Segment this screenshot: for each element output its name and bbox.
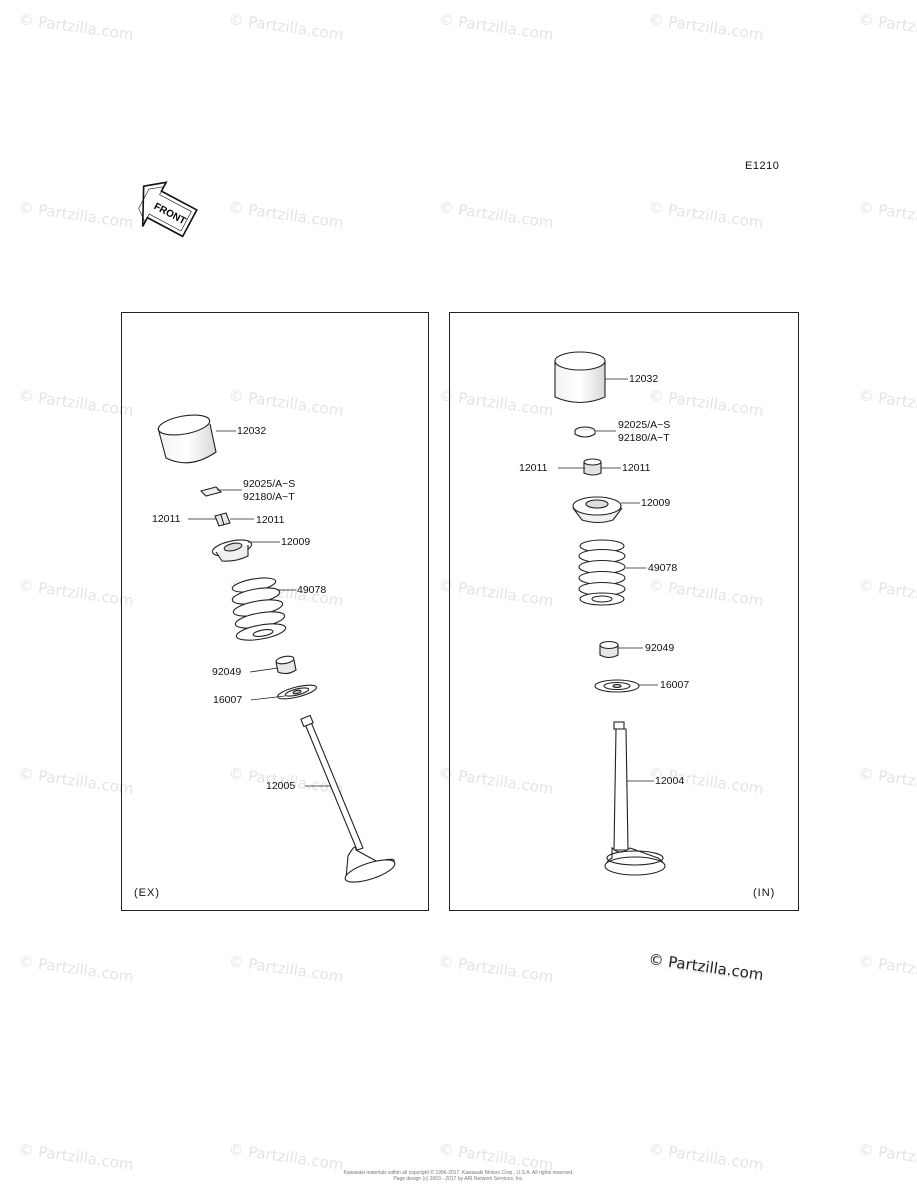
ex-callout-stem-seal: 92049 — [212, 666, 242, 678]
intake-corner-label: (IN) — [753, 887, 776, 899]
in-callout-shim-1: 92025/A~S — [618, 419, 671, 431]
exhaust-spring — [231, 577, 287, 641]
in-callout-valve: 12004 — [655, 775, 685, 787]
intake-spring-seat — [594, 679, 640, 693]
intake-retainer — [572, 496, 623, 524]
exhaust-valve-panel: (EX) — [121, 312, 429, 911]
in-callout-shim-2: 92180/A~T — [618, 432, 670, 444]
ex-callout-spring-seat: 16007 — [213, 694, 243, 706]
exhaust-valve — [300, 714, 396, 883]
exhaust-shim — [199, 486, 223, 497]
exhaust-keeper — [214, 512, 231, 527]
copyright-line-2: Page design (c) 2003 - 2017 by ARI Netwo… — [393, 1176, 524, 1182]
in-callout-stem-seal: 92049 — [645, 642, 675, 654]
exhaust-corner-label: (EX) — [134, 887, 160, 899]
exhaust-spring-seat — [277, 684, 317, 700]
intake-tappet — [554, 351, 606, 404]
ex-callout-shim-2: 92180/A~T — [243, 491, 295, 503]
ex-callout-retainer: 12009 — [281, 536, 311, 548]
intake-valve-panel: (IN) — [449, 312, 799, 911]
ex-callout-shim-1: 92025/A~S — [243, 478, 296, 490]
intake-stem-seal — [599, 640, 619, 659]
in-callout-spring: 49078 — [648, 562, 678, 574]
callout-leader-lines — [188, 378, 658, 787]
in-callout-retainer: 12009 — [641, 497, 671, 509]
in-callout-spring-seat: 16007 — [660, 679, 690, 691]
in-callout-tappet: 12032 — [629, 373, 659, 385]
exhaust-retainer — [211, 539, 253, 562]
intake-valve — [604, 721, 666, 876]
ex-callout-spring: 49078 — [297, 584, 327, 596]
in-callout-keeper-right: 12011 — [622, 462, 651, 474]
intake-spring — [578, 539, 626, 606]
page-code: E1210 — [745, 160, 780, 172]
intake-shim — [574, 426, 596, 438]
copyright-line-1: Kawasaki materials within all copyright … — [343, 1170, 574, 1176]
ex-callout-keeper-right: 12011 — [256, 514, 285, 526]
exhaust-tappet — [157, 414, 217, 464]
copyright-footer: Kawasaki materials within all copyright … — [0, 1170, 917, 1182]
intake-keeper — [583, 458, 602, 476]
ex-callout-valve: 12005 — [266, 780, 296, 792]
exhaust-stem-seal — [275, 655, 297, 675]
ex-callout-tappet: 12032 — [237, 425, 267, 437]
in-callout-keeper-left: 12011 — [519, 462, 548, 474]
ex-callout-keeper-left: 12011 — [152, 513, 181, 525]
